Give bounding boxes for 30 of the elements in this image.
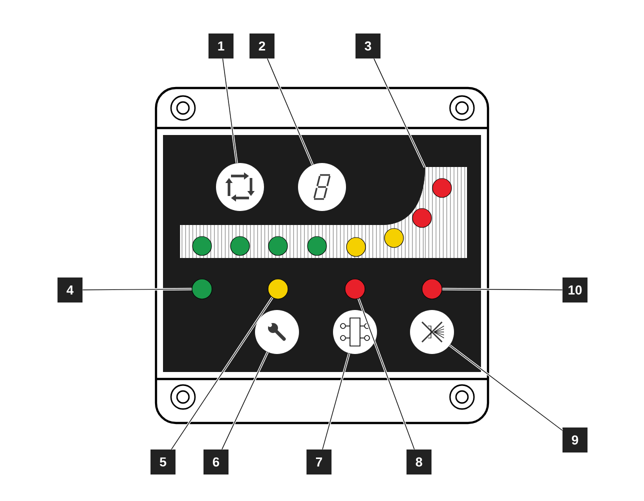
callout-number: 10 [562,278,588,302]
callout-number: 7 [306,450,332,474]
display-button [298,163,346,211]
leader-line [321,353,350,450]
leader-line [222,58,238,164]
leader-line [82,288,192,292]
crossed-button [410,310,454,354]
indicator-light [422,278,442,300]
leader-line [266,58,314,166]
callout-number: 5 [150,450,176,474]
bar-graph [412,167,467,258]
leader-line [449,344,563,432]
callout-number: 6 [204,450,228,474]
indicator-light [344,278,366,300]
leader-line [372,58,426,168]
leader-line [220,352,269,450]
callout-number: 1 [208,34,234,58]
chip-button [333,310,377,354]
arrows-button [216,163,264,211]
leader-line [170,296,274,450]
leader-line [442,288,563,292]
callout-number: 9 [562,428,588,452]
leader-line [358,298,416,450]
callout-number: 4 [58,278,82,302]
wrench-button [255,310,299,354]
callout-number: 8 [406,450,432,474]
callout-number: 2 [250,34,274,58]
indicator-light [192,278,212,300]
indicator-light [268,278,288,300]
callout-number: 3 [356,34,380,58]
